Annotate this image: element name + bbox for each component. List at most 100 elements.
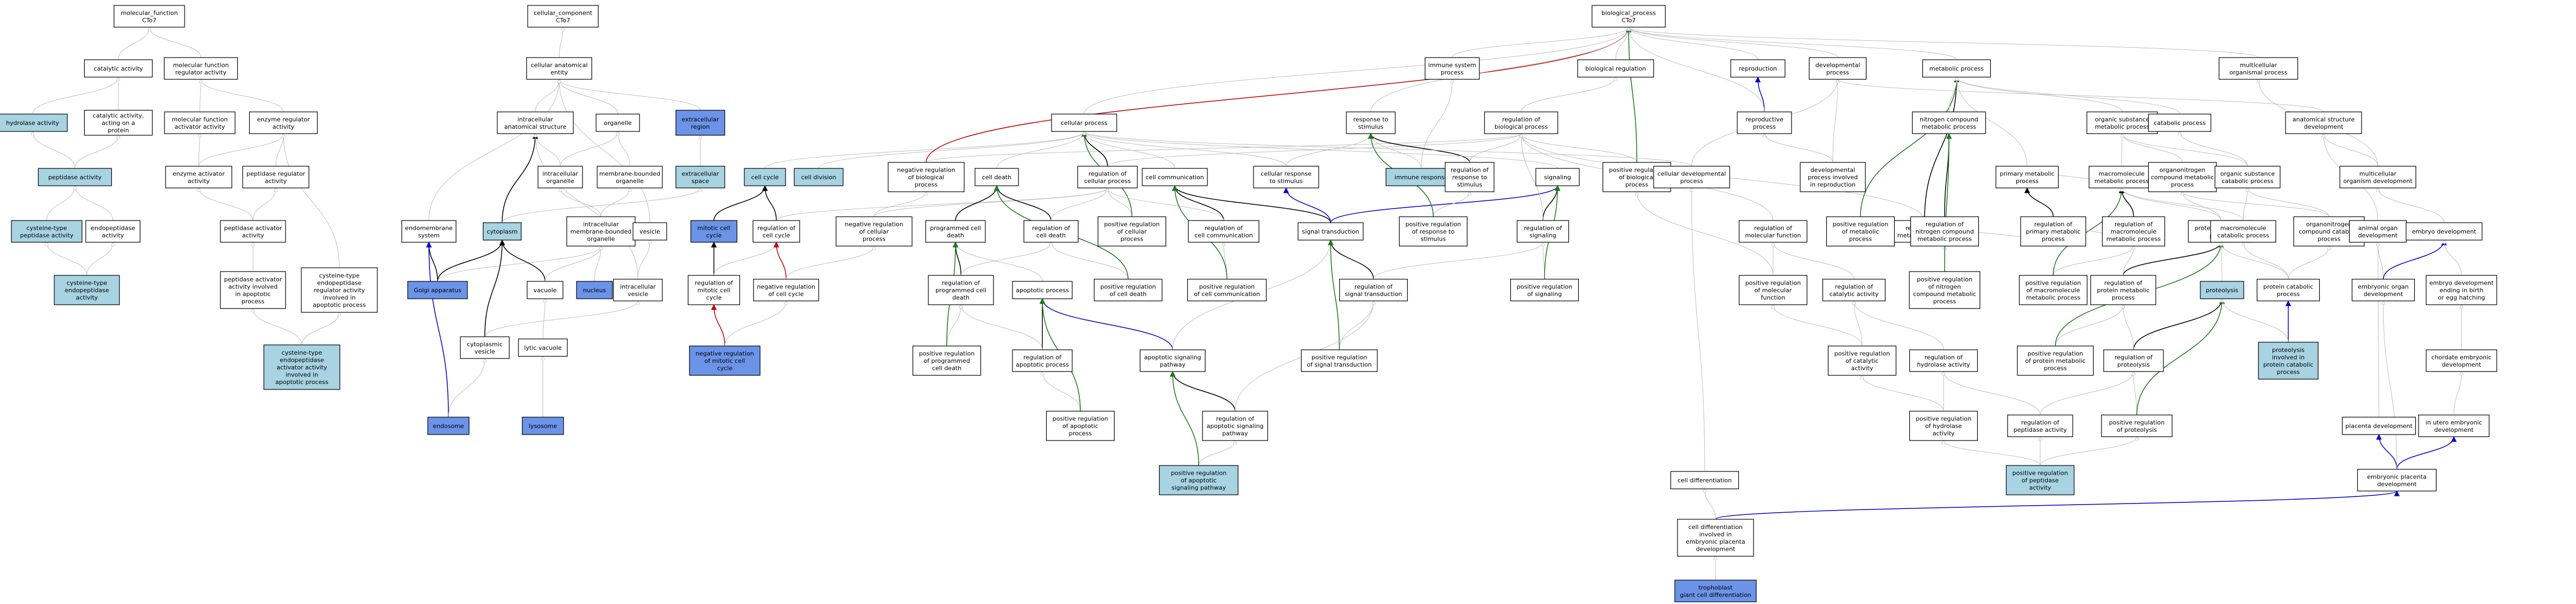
term-node-cellcycle[interactable]: cell cycle	[744, 168, 786, 186]
term-node-celldiff[interactable]: cell differentiation	[1670, 471, 1739, 489]
term-node-embdev[interactable]: embryo development	[2406, 222, 2483, 241]
term-node-reproduction[interactable]: reproduction	[1730, 59, 1786, 78]
term-node-endosome[interactable]: endosome	[427, 417, 470, 435]
term-node-cellproc[interactable]: cellular process	[1051, 114, 1117, 132]
term-node-proteolysis[interactable]: proteolysis	[2200, 281, 2244, 299]
term-node-placdev[interactable]: placenta development	[2341, 417, 2416, 435]
term-node-peptact[interactable]: peptidase activity	[37, 168, 112, 186]
term-node-organelle[interactable]: organelle	[596, 114, 640, 132]
term-node-apop[interactable]: apoptotic process	[1012, 281, 1073, 299]
term-node-immresp[interactable]: immune response	[1385, 168, 1457, 186]
term-node-biolreg[interactable]: biological regulation	[1577, 59, 1654, 78]
term-node-cytoplasm[interactable]: cytoplasm	[483, 222, 522, 241]
term-node-golgi[interactable]: Golgi apparatus	[407, 281, 468, 299]
term-node-celldiv[interactable]: cell division	[794, 168, 844, 186]
term-node-nucleus[interactable]: nucleus	[576, 281, 613, 299]
term-node-celldeath[interactable]: cell death	[974, 168, 1019, 186]
term-node-vacuole[interactable]: vacuole	[527, 281, 564, 299]
term-node-vesicle[interactable]: vesicle	[632, 222, 667, 241]
term-node-lytvac[interactable]: lytic vacuole	[518, 338, 568, 357]
term-node-cellcomm[interactable]: cell communication	[1142, 168, 1208, 186]
